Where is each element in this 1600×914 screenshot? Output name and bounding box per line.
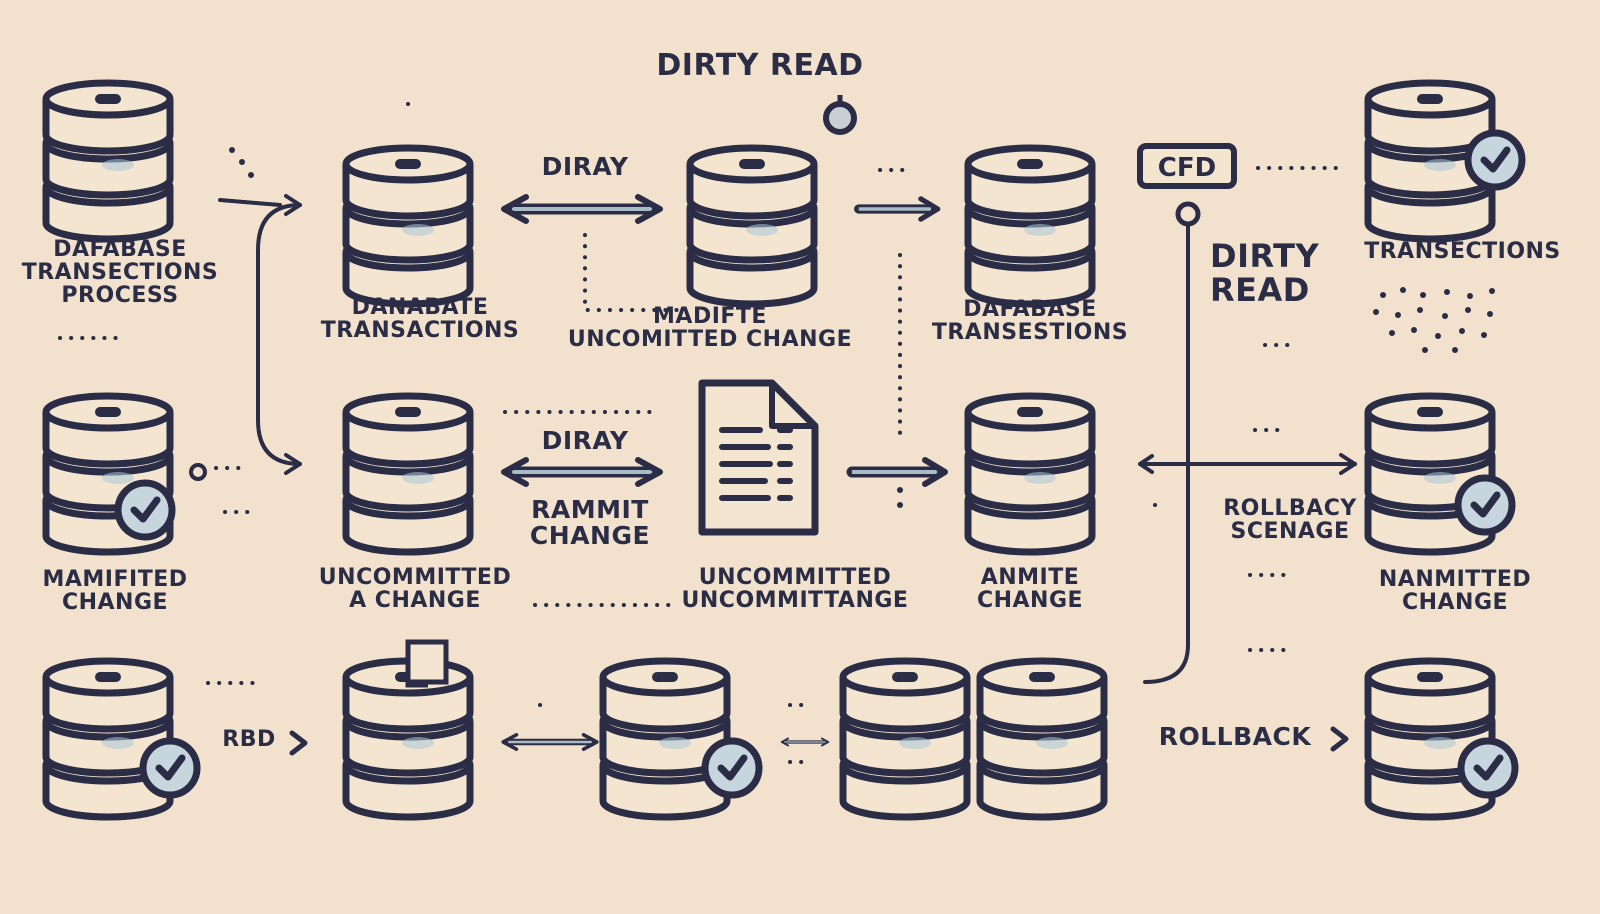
label-mamifited-change: MAMIFITED CHANGE [42,567,188,616]
label-rbd: RBD [222,727,276,752]
label-madifte: MADIFTE UNCOMITTED CHANGE [567,304,853,353]
label-nanmitted-change: NANMITTED CHANGE [1378,567,1532,616]
chevron-right-icon [1330,726,1349,752]
chevron-right-icon [289,730,308,756]
page-title: DIRTY READ [656,48,864,83]
label-dirty-read-side: DIRTY READ [1210,237,1320,309]
cfd-label: CFD [1158,153,1216,183]
label-transections-right: TRANSECTIONS [1364,239,1561,264]
label-diray-mid: DIRAY [541,426,629,455]
label-left-process: DAFABASE TRANSECTIONS PROCESS [21,237,219,309]
label-danabate-transactions: DANABATE TRANSACTIONS [320,295,520,344]
label-anmite-change: ANMITE CHANGE [976,565,1084,614]
dotted-lines [58,102,1347,764]
label-uncommitted-a-change: UNCOMMITTED A CHANGE [318,565,512,614]
label-rollbacy-scenage: ROLLBACY SCENAGE [1223,496,1357,545]
label-rammit-change: RAMMIT CHANGE [529,495,651,551]
document-icon [698,379,819,536]
connectors [218,194,1357,684]
scattered-dots [189,95,1495,508]
label-dafabase-transestions: DAFABASE TRANSESTIONS [931,297,1129,346]
label-rollback: ROLLBACK [1158,722,1312,751]
label-uncommittange: UNCOMMITTED UNCOMMITTANGE [681,565,909,614]
cfd-box: CFD [1137,143,1237,189]
note-icon [405,639,449,688]
label-diray-top: DIRAY [541,152,629,181]
